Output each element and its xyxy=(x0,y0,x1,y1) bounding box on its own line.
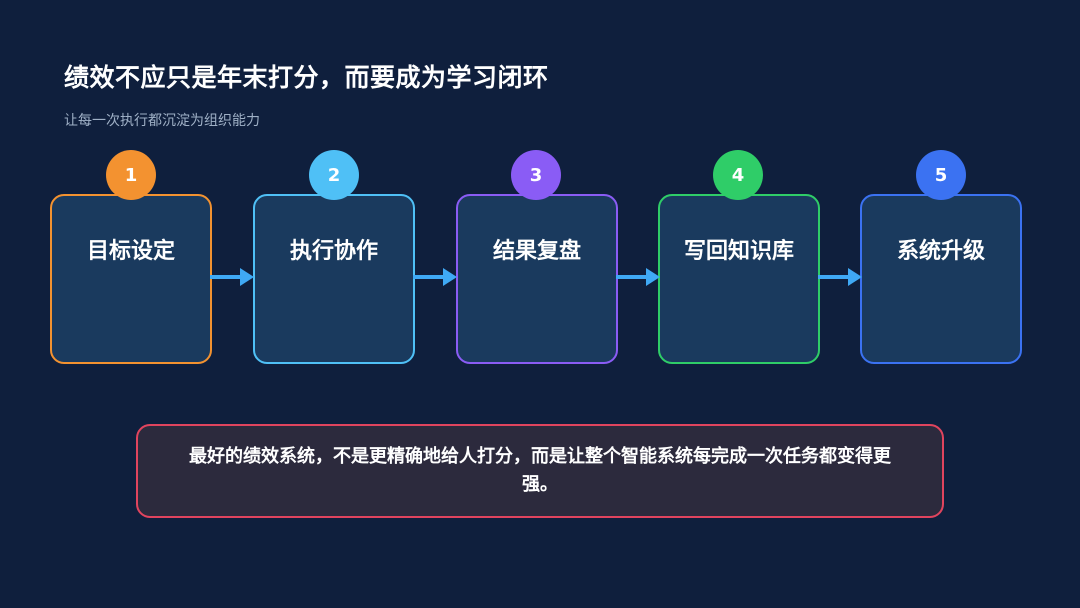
step-card-review: 结果复盘 xyxy=(456,194,618,364)
step-number-badge: 1 xyxy=(106,150,156,200)
step-number-badge: 3 xyxy=(511,150,561,200)
step-number-badge: 5 xyxy=(916,150,966,200)
step-label: 目标设定 xyxy=(86,239,175,264)
step-card-system-upgrade: 系统升级 xyxy=(860,194,1022,364)
step-card-execution: 执行协作 xyxy=(253,194,415,364)
step-label: 写回知识库 xyxy=(683,239,794,264)
step-number-badge: 4 xyxy=(713,150,763,200)
flow-arrow-icon xyxy=(818,268,862,286)
step-number-badge: 2 xyxy=(309,150,359,200)
flow-arrow-icon xyxy=(413,268,457,286)
step-label: 结果复盘 xyxy=(492,239,581,264)
flow-arrow-icon xyxy=(616,268,660,286)
step-label: 执行协作 xyxy=(289,239,378,264)
page-subtitle: 让每一次执行都沉淀为组织能力 xyxy=(64,113,260,129)
page-title: 绩效不应只是年末打分，而要成为学习闭环 xyxy=(64,63,549,92)
step-card-goal-setting: 目标设定 xyxy=(50,194,212,364)
step-card-knowledge-base: 写回知识库 xyxy=(658,194,820,364)
flow-arrow-icon xyxy=(210,268,254,286)
step-label: 系统升级 xyxy=(896,239,985,264)
callout-text: 最好的绩效系统，不是更精确地给人打分，而是让整个智能系统每完成一次任务都变得更强… xyxy=(189,446,891,495)
key-message-callout: 最好的绩效系统，不是更精确地给人打分，而是让整个智能系统每完成一次任务都变得更强… xyxy=(136,424,944,518)
